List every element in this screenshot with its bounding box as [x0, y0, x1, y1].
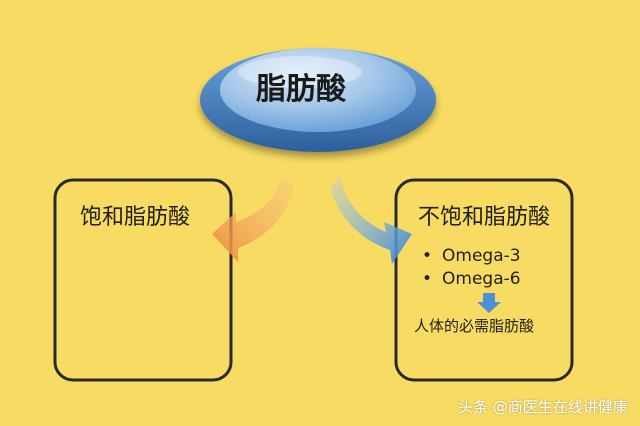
- watermark: 头条 @商医生在线讲健康: [458, 398, 628, 416]
- right-box-title: 不饱和脂肪酸: [418, 205, 551, 230]
- down-arrow-icon: [477, 293, 501, 313]
- bullet-icon: •: [422, 269, 433, 289]
- essential-fatty-acid-label: 人体的必需脂肪酸: [414, 317, 535, 335]
- left-box: [53, 178, 233, 382]
- bullet-icon: •: [422, 246, 433, 266]
- top-node-ellipse: [200, 48, 436, 152]
- right-box: [394, 178, 574, 382]
- omega-3-label: Omega-3: [442, 246, 521, 266]
- left-box-title: 饱和脂肪酸: [80, 205, 191, 230]
- list-item: • Omega-6: [422, 269, 521, 289]
- top-node-label: 脂肪酸: [256, 72, 346, 107]
- curved-arrow-blue-icon: [330, 176, 412, 264]
- list-item: • Omega-3: [422, 246, 521, 266]
- omega-6-label: Omega-6: [442, 269, 521, 289]
- curved-arrow-orange-icon: [212, 176, 294, 262]
